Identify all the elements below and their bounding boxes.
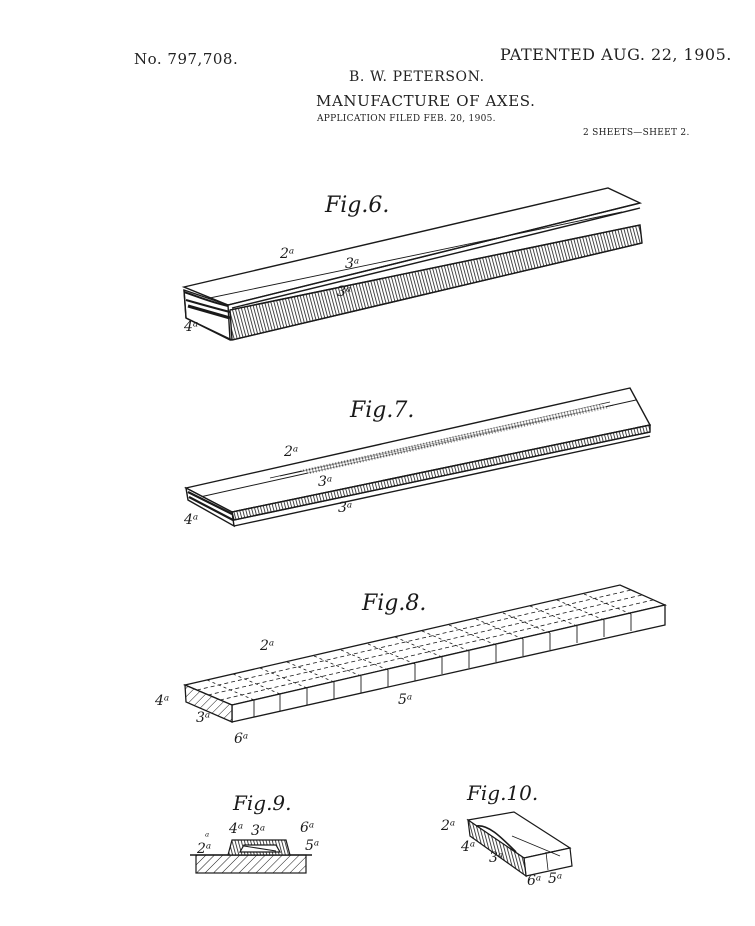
fig10-ref-2a: 2ᵃ bbox=[440, 818, 455, 834]
fig7-ref-4a: 4ᵃ bbox=[183, 512, 198, 528]
patent-title: MANUFACTURE OF AXES. bbox=[316, 92, 536, 110]
fig9-ref-4a: 4ᵃ bbox=[228, 821, 243, 837]
application-filed: APPLICATION FILED FEB. 20, 1905. bbox=[317, 114, 496, 124]
fig9-section-drawing bbox=[190, 839, 312, 874]
fig9-label: Fig.9. bbox=[232, 791, 292, 815]
fig9-ref-5a: 5ᵃ bbox=[305, 838, 319, 854]
fig8-ref-2a: 2ᵃ bbox=[259, 638, 274, 654]
inventor-name: B. W. PETERSON. bbox=[349, 69, 485, 85]
fig9-ref-6a: 6ᵃ bbox=[300, 820, 314, 836]
fig10-blank-drawing bbox=[466, 811, 573, 878]
fig10-ref-6a: 6ᵃ bbox=[527, 873, 541, 889]
fig9-ref-2a: 2ᵃ bbox=[196, 841, 211, 857]
fig6-label: Fig.6. bbox=[324, 193, 389, 218]
fig6-ref-2a: 2ᵃ bbox=[279, 246, 294, 262]
fig10-ref-5a: 5ᵃ bbox=[548, 871, 562, 887]
figure-6: Fig.6. 2ᵃ 3ᵃ 3ᵃ 4ᵃ bbox=[181, 187, 643, 342]
sheet-number: 2 SHEETS—SHEET 2. bbox=[583, 128, 690, 138]
fig7-ref-3a-lower: 3ᵃ bbox=[338, 500, 352, 516]
figure-10: Fig.10. 2ᵃ 4ᵃ 3ᵃ 6ᵃ 5ᵃ bbox=[440, 781, 573, 889]
fig10-ref-3a: 3ᵃ bbox=[489, 850, 503, 866]
fig8-ref-5a: 5ᵃ bbox=[398, 692, 412, 708]
fig10-ref-4a: 4ᵃ bbox=[460, 839, 475, 855]
figure-8: Fig.8. bbox=[154, 584, 668, 747]
patent-date: PATENTED AUG. 22, 1905. bbox=[500, 45, 732, 64]
fig7-bar-drawing bbox=[183, 387, 652, 528]
fig7-ref-3a-upper: 3ᵃ bbox=[318, 474, 332, 490]
fig8-ref-6a: 6ᵃ bbox=[234, 731, 248, 747]
fig7-ref-2a: 2ᵃ bbox=[283, 444, 298, 460]
figure-7: Fig.7. 2ᵃ 3ᵃ 3ᵃ 4ᵃ bbox=[183, 387, 652, 528]
fig7-label: Fig.7. bbox=[349, 398, 414, 423]
fig8-bar-drawing bbox=[182, 584, 668, 723]
figure-9: Fig.9. ᵃ 2ᵃ 4ᵃ 3ᵃ 6ᵃ 5ᵃ bbox=[190, 791, 319, 874]
fig9-ref-2a-upper: ᵃ bbox=[205, 830, 209, 843]
fig8-ref-4a: 4ᵃ bbox=[154, 693, 169, 709]
fig10-label: Fig.10. bbox=[466, 781, 538, 805]
fig6-ref-3a-upper: 3ᵃ bbox=[345, 256, 359, 272]
fig8-label: Fig.8. bbox=[361, 591, 426, 616]
fig6-ref-4a: 4ᵃ bbox=[183, 319, 198, 335]
fig9-ref-3a: 3ᵃ bbox=[251, 823, 265, 839]
fig6-ref-3a-lower: 3ᵃ bbox=[337, 284, 351, 300]
patent-number: No. 797,708. bbox=[134, 50, 239, 68]
fig8-ref-3a: 3ᵃ bbox=[196, 710, 210, 726]
fig6-bar-drawing bbox=[181, 187, 643, 342]
